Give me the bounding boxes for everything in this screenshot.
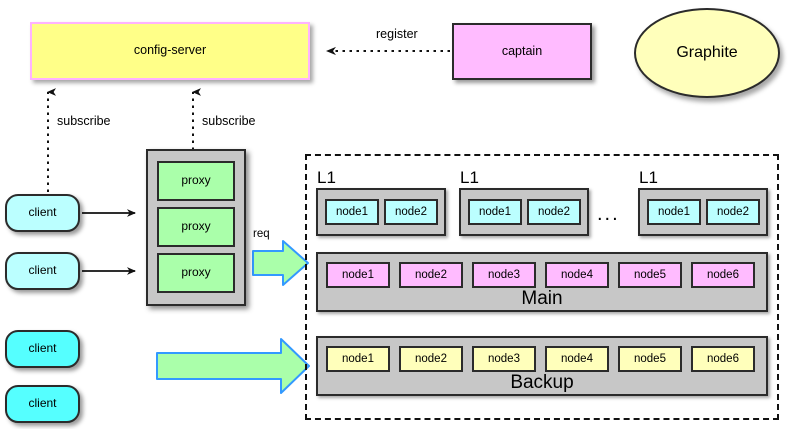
- backup-node-6[interactable]: node6: [691, 346, 755, 372]
- subscribe-right-label: subscribe: [202, 114, 256, 128]
- backup-node-label-6: node6: [707, 352, 739, 365]
- main-node-label-2: node2: [415, 268, 447, 281]
- proxy-label-3: proxy: [181, 265, 211, 280]
- l1-node-label-2-2: node2: [538, 205, 570, 218]
- backup-node-1[interactable]: node1: [326, 346, 390, 372]
- client-box-1[interactable]: client: [5, 194, 80, 232]
- main-tier-title: Main: [521, 287, 563, 309]
- backup-node-2[interactable]: node2: [399, 346, 463, 372]
- graphite-ellipse[interactable]: Graphite: [634, 8, 780, 98]
- backup-node-4[interactable]: node4: [545, 346, 609, 372]
- captain-label: captain: [501, 43, 543, 58]
- l1-group-3: node1 node2: [638, 188, 768, 236]
- l1-node-1-2[interactable]: node2: [384, 199, 438, 225]
- main-node-label-4: node4: [561, 268, 593, 281]
- proxy-box-1[interactable]: proxy: [157, 161, 235, 201]
- l1-group-2: node1 node2: [459, 188, 589, 236]
- backup-block-arrow: [156, 338, 310, 394]
- proxy-group-container: proxy proxy proxy: [146, 149, 246, 306]
- register-label: register: [376, 27, 418, 41]
- graphite-label: Graphite: [676, 44, 738, 62]
- config-server-label: config-server: [133, 43, 207, 58]
- client-label-1: client: [28, 205, 57, 220]
- backup-node-3[interactable]: node3: [472, 346, 536, 372]
- main-node-1[interactable]: node1: [326, 262, 390, 288]
- main-node-3[interactable]: node3: [472, 262, 536, 288]
- backup-node-label-4: node4: [561, 352, 593, 365]
- l1-group-1: node1 node2: [316, 188, 446, 236]
- main-node-label-1: node1: [342, 268, 374, 281]
- l1-node-label-1-1: node1: [336, 205, 368, 218]
- backup-node-label-1: node1: [342, 352, 374, 365]
- l1-node-3-2[interactable]: node2: [706, 199, 760, 225]
- l1-groups-ellipsis: ...: [597, 203, 620, 225]
- l1-node-label-3-1: node1: [658, 205, 690, 218]
- cluster-boundary: [305, 154, 779, 420]
- req-label: req: [253, 228, 270, 240]
- captain-box[interactable]: captain: [452, 23, 592, 80]
- main-tier-group: node1 node2 node3 node4 node5 node6 Main: [316, 252, 768, 312]
- proxy-label-2: proxy: [181, 219, 211, 234]
- client-label-3: client: [28, 341, 57, 356]
- main-node-4[interactable]: node4: [545, 262, 609, 288]
- client-label-4: client: [28, 396, 57, 411]
- main-node-6[interactable]: node6: [691, 262, 755, 288]
- l1-node-label-2-1: node1: [479, 205, 511, 218]
- backup-node-label-5: node5: [634, 352, 666, 365]
- l1-node-label-3-2: node2: [717, 205, 749, 218]
- main-node-label-3: node3: [488, 268, 520, 281]
- proxy-box-2[interactable]: proxy: [157, 207, 235, 247]
- l1-title-3: L1: [639, 168, 658, 187]
- main-node-2[interactable]: node2: [399, 262, 463, 288]
- client-label-2: client: [28, 263, 57, 278]
- l1-title-1: L1: [317, 168, 336, 187]
- main-node-label-5: node5: [634, 268, 666, 281]
- proxy-label-1: proxy: [181, 173, 211, 188]
- backup-tier-title: Backup: [510, 371, 574, 393]
- l1-title-2: L1: [460, 168, 479, 187]
- l1-node-3-1[interactable]: node1: [647, 199, 701, 225]
- main-node-5[interactable]: node5: [618, 262, 682, 288]
- backup-node-5[interactable]: node5: [618, 346, 682, 372]
- backup-node-label-2: node2: [415, 352, 447, 365]
- subscribe-left-label: subscribe: [57, 114, 111, 128]
- req-block-arrow: [252, 240, 309, 286]
- proxy-box-3[interactable]: proxy: [157, 253, 235, 293]
- backup-tier-group: node1 node2 node3 node4 node5 node6 Back…: [316, 336, 768, 396]
- client-box-4[interactable]: client: [5, 385, 80, 423]
- client-box-2[interactable]: client: [5, 252, 80, 290]
- backup-node-label-3: node3: [488, 352, 520, 365]
- l1-node-label-1-2: node2: [395, 205, 427, 218]
- l1-node-2-1[interactable]: node1: [468, 199, 522, 225]
- client-box-3[interactable]: client: [5, 330, 80, 368]
- config-server-box[interactable]: config-server: [30, 22, 310, 80]
- main-node-label-6: node6: [707, 268, 739, 281]
- l1-node-2-2[interactable]: node2: [527, 199, 581, 225]
- l1-node-1-1[interactable]: node1: [325, 199, 379, 225]
